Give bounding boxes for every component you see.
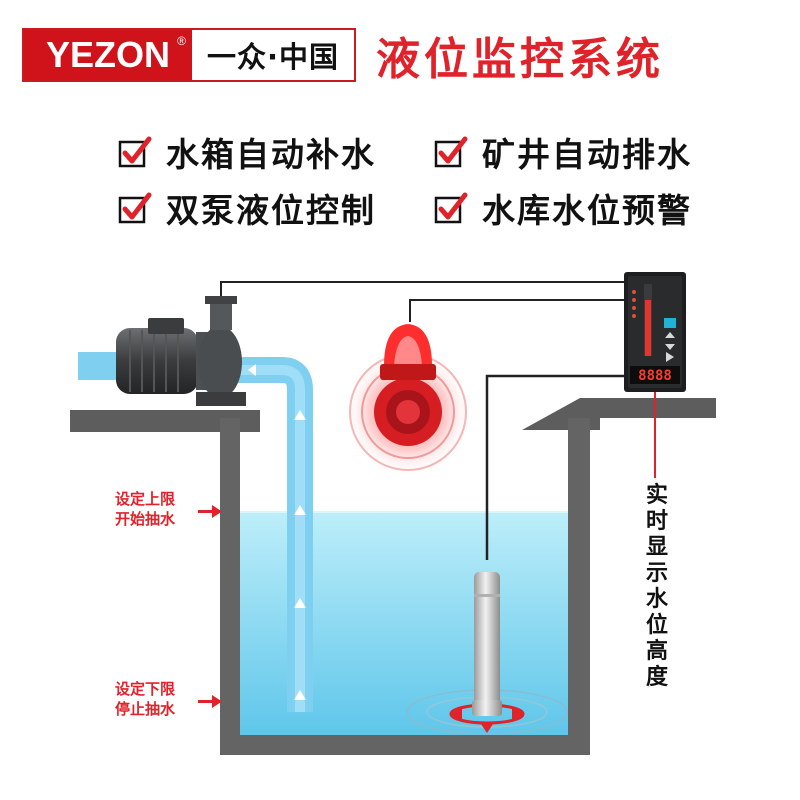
feature-item: 水箱自动补水 — [118, 128, 376, 176]
feature-label: 水库水位预警 — [482, 191, 692, 230]
brand-name: YEZON ® — [24, 30, 192, 80]
alarm-light-icon — [344, 324, 472, 476]
ground-left — [70, 410, 260, 432]
pump-icon — [78, 296, 246, 406]
lower-limit-line2: 停止抽水 — [114, 700, 175, 718]
checkbox-icon — [118, 192, 152, 224]
feature-label: 矿井自动排水 — [482, 135, 692, 174]
cable-pump — [220, 281, 624, 300]
display-readout: 8888 — [638, 368, 672, 384]
page-title: 液位监控系统 — [376, 34, 664, 85]
registered-mark: ® — [177, 34, 186, 48]
checkbox-icon — [434, 136, 468, 168]
display-height-label: 实时显示水位高度 — [645, 483, 668, 690]
upper-limit-label: 设定上限 开始抽水 — [100, 489, 190, 529]
upper-limit-line2: 开始抽水 — [114, 510, 175, 528]
brand-logo: YEZON ® 一众·中国 — [22, 28, 356, 82]
checkbox-icon — [434, 192, 468, 224]
feature-label: 双泵液位控制 — [166, 191, 376, 230]
feature-item: 矿井自动排水 — [434, 128, 692, 176]
upper-limit-line1: 设定上限 — [114, 490, 175, 508]
feature-item: 水库水位预警 — [434, 184, 692, 232]
brand-text: YEZON — [45, 34, 170, 75]
controller-icon — [624, 272, 686, 392]
ground-right — [522, 398, 716, 430]
feature-label: 水箱自动补水 — [166, 135, 376, 174]
lower-limit-label: 设定下限 停止抽水 — [100, 679, 190, 719]
sensor-probe-icon — [406, 572, 568, 735]
lower-limit-line1: 设定下限 — [114, 680, 175, 698]
checkbox-icon — [118, 136, 152, 168]
feature-item: 双泵液位控制 — [118, 184, 376, 232]
brand-tagline: 一众·中国 — [206, 40, 340, 74]
arrow-right-icon — [198, 505, 222, 708]
flow-arrows — [248, 364, 306, 700]
pipe-highlight — [232, 365, 305, 712]
cable-sensor — [485, 374, 624, 560]
cable-alarm — [409, 299, 624, 322]
